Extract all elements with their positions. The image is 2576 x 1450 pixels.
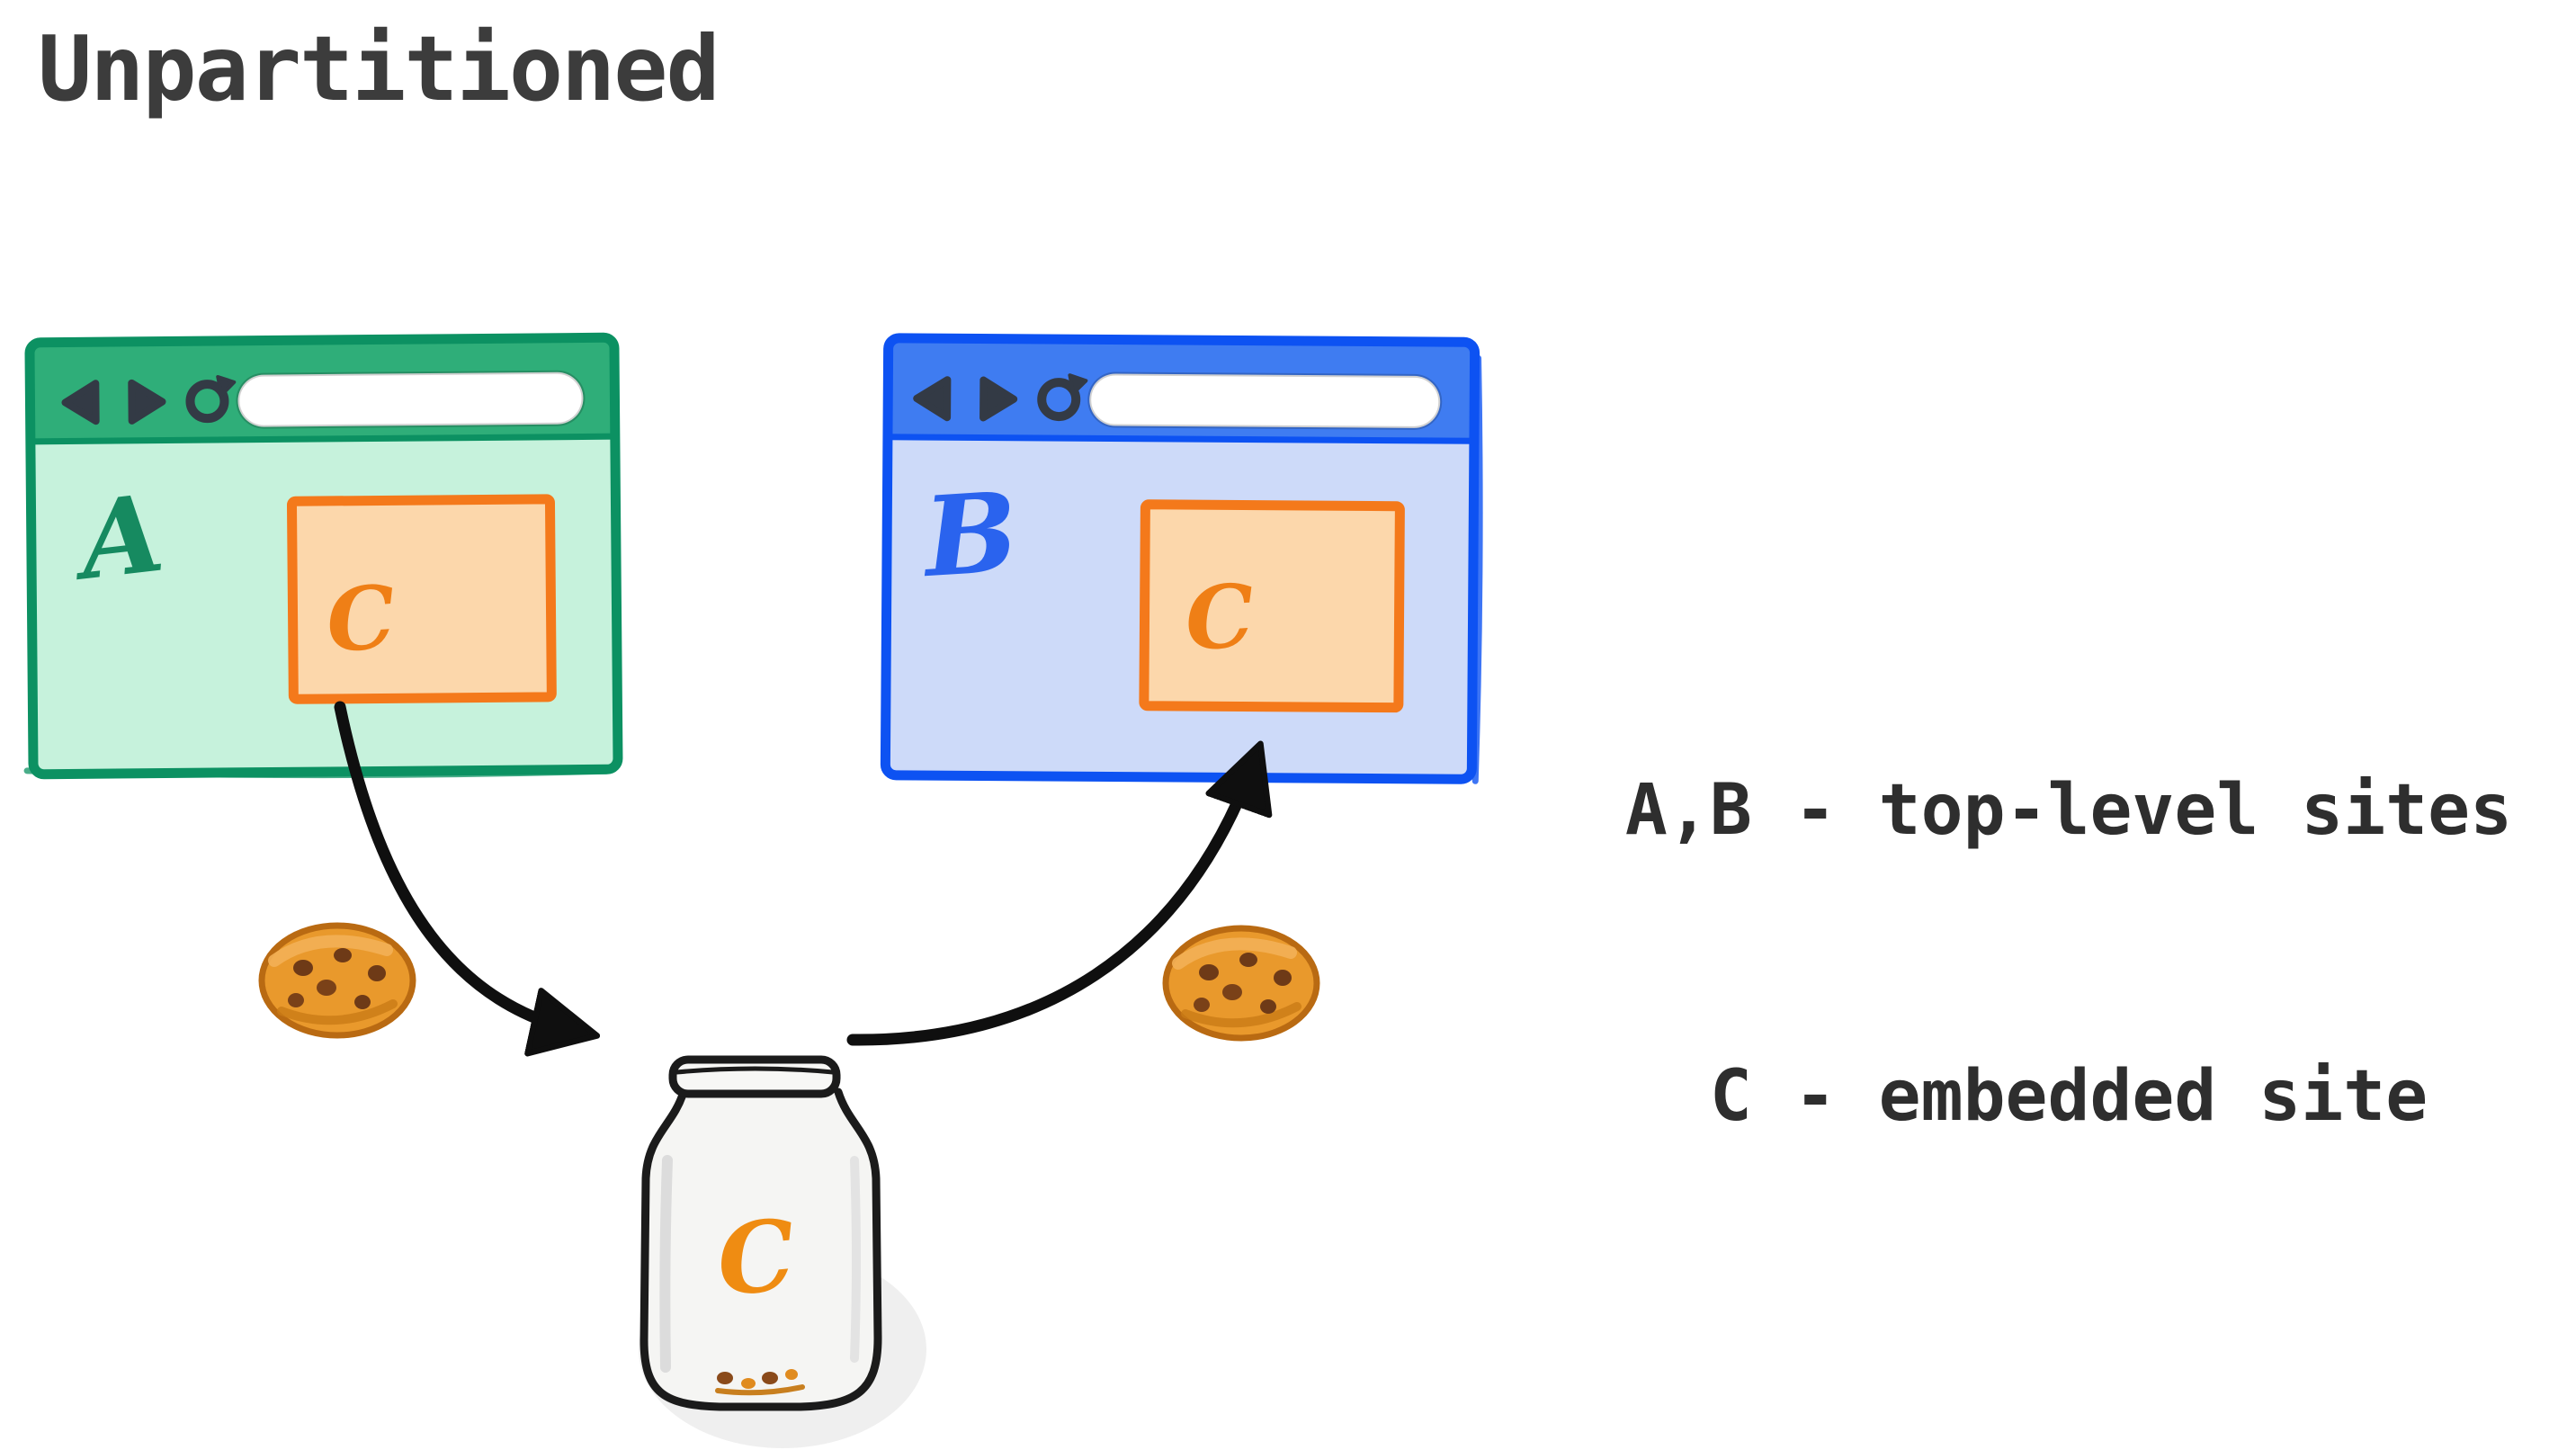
jar-glass-highlight bbox=[850, 1156, 861, 1363]
frame-b-label: C bbox=[1183, 565, 1257, 671]
jar-glass-highlight bbox=[659, 1155, 673, 1373]
window-a-border bbox=[24, 332, 623, 780]
browser-window-a: A C bbox=[23, 332, 623, 780]
window-a-toolbar-separator bbox=[30, 433, 615, 445]
window-b-toolbar-separator bbox=[887, 434, 1474, 444]
reload-icon bbox=[185, 375, 237, 424]
reload-icon bbox=[1037, 373, 1088, 422]
jar-lid-ridge bbox=[675, 1066, 834, 1075]
forward-icon bbox=[979, 376, 1018, 422]
embedded-frame-a bbox=[286, 494, 557, 704]
arrow-jar-to-b bbox=[846, 740, 1273, 1046]
arrow-a-to-jar bbox=[334, 701, 601, 1057]
page-title: Unpartitioned bbox=[38, 16, 720, 121]
jar-label: C bbox=[713, 1198, 801, 1318]
legend-line-1: A,B - top-level sites bbox=[1624, 770, 2513, 851]
back-icon bbox=[61, 380, 100, 425]
embedded-frame-b bbox=[1139, 499, 1405, 713]
legend: A,B - top-level sites C - embedded site bbox=[1583, 572, 2554, 1335]
jar-lid bbox=[668, 1055, 841, 1098]
browser-window-b: B C bbox=[880, 333, 1483, 784]
address-bar bbox=[1087, 371, 1443, 430]
cookie-jar: C bbox=[639, 1055, 926, 1448]
back-icon bbox=[913, 376, 952, 422]
cookie-icon bbox=[258, 922, 416, 1039]
forward-icon bbox=[128, 379, 166, 425]
cookie-icon bbox=[1162, 925, 1320, 1042]
frame-a-label: C bbox=[323, 566, 399, 673]
window-b-label: B bbox=[918, 467, 1022, 602]
jar-body bbox=[640, 1088, 882, 1411]
legend-line-2: C - embedded site bbox=[1709, 1056, 2428, 1137]
window-b-border bbox=[880, 333, 1480, 784]
jar-crumbs bbox=[715, 1369, 805, 1396]
address-bar bbox=[236, 370, 586, 429]
